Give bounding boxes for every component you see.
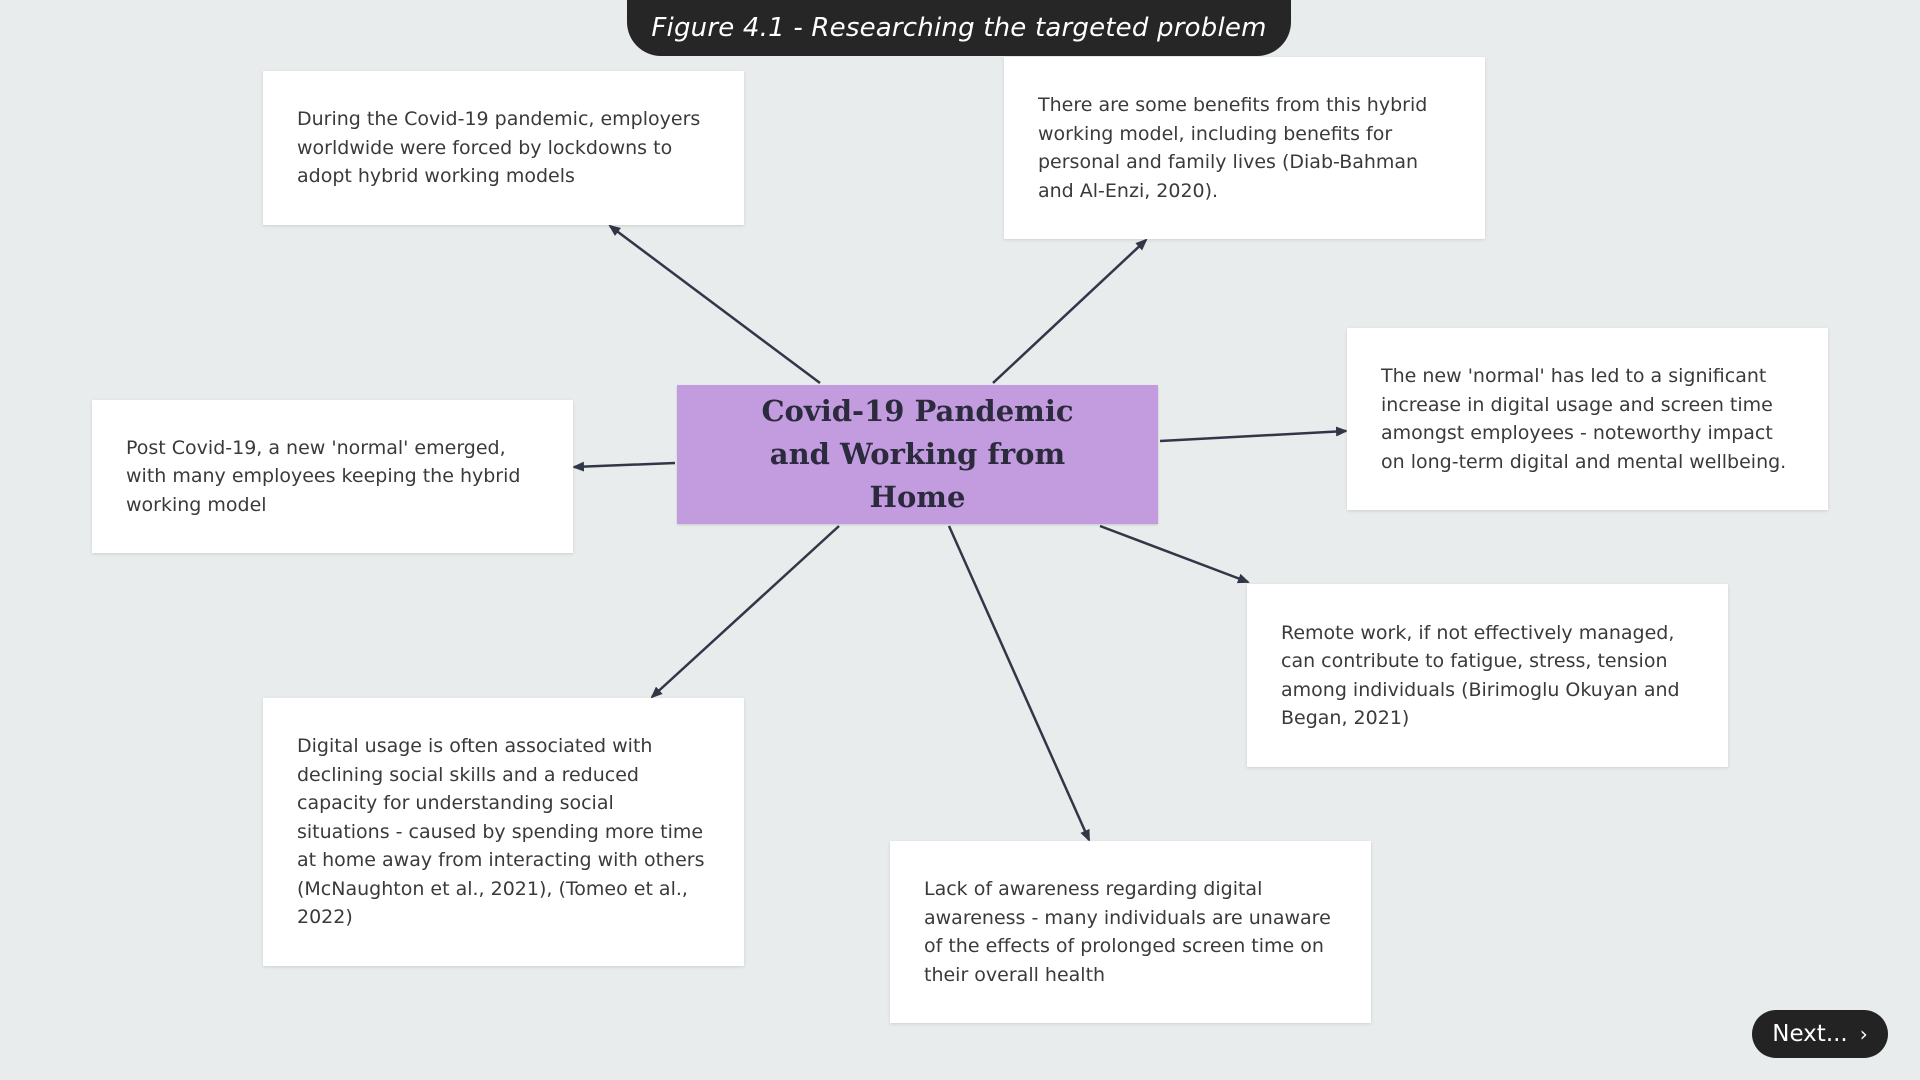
card-benefits-text: There are some benefits from this hybrid… — [1038, 94, 1428, 202]
arrow-to-awareness — [947, 525, 1091, 842]
arrow-to-remote-work — [1099, 524, 1250, 584]
chevron-right-icon: › — [1859, 1022, 1868, 1046]
arrow-to-lockdowns — [608, 224, 821, 385]
figure-title-bar: Figure 4.1 - Researching the targeted pr… — [627, 0, 1291, 56]
arrow-to-social-skills — [650, 525, 840, 699]
arrow-to-new-normal — [572, 461, 676, 472]
card-remote-work: Remote work, if not effectively managed,… — [1247, 584, 1728, 767]
card-digital-usage: The new 'normal' has led to a significan… — [1347, 328, 1828, 510]
card-social-skills-text: Digital usage is often associated with d… — [297, 735, 705, 929]
card-lockdowns-text: During the Covid-19 pandemic, employers … — [297, 108, 701, 188]
card-awareness: Lack of awareness regarding digital awar… — [890, 841, 1371, 1023]
card-lockdowns: During the Covid-19 pandemic, employers … — [263, 71, 744, 225]
central-topic-node: Covid-19 Pandemic and Working from Home — [677, 385, 1158, 524]
figure-title: Figure 4.1 - Researching the targeted pr… — [651, 13, 1267, 43]
card-digital-usage-text: The new 'normal' has led to a significan… — [1381, 365, 1787, 473]
arrow-to-digital-usage — [1159, 426, 1348, 443]
arrow-to-benefits — [992, 238, 1148, 384]
card-benefits: There are some benefits from this hybrid… — [1004, 57, 1485, 239]
card-remote-work-text: Remote work, if not effectively managed,… — [1281, 621, 1680, 730]
card-social-skills: Digital usage is often associated with d… — [263, 698, 744, 966]
central-topic-label: Covid-19 Pandemic and Working from Home — [761, 394, 1074, 514]
card-new-normal: Post Covid-19, a new 'normal' emerged, w… — [92, 400, 573, 553]
next-button[interactable]: Next... › — [1752, 1010, 1888, 1058]
next-button-label: Next... — [1772, 1021, 1848, 1047]
card-awareness-text: Lack of awareness regarding digital awar… — [924, 878, 1331, 986]
card-new-normal-text: Post Covid-19, a new 'normal' emerged, w… — [126, 436, 521, 516]
